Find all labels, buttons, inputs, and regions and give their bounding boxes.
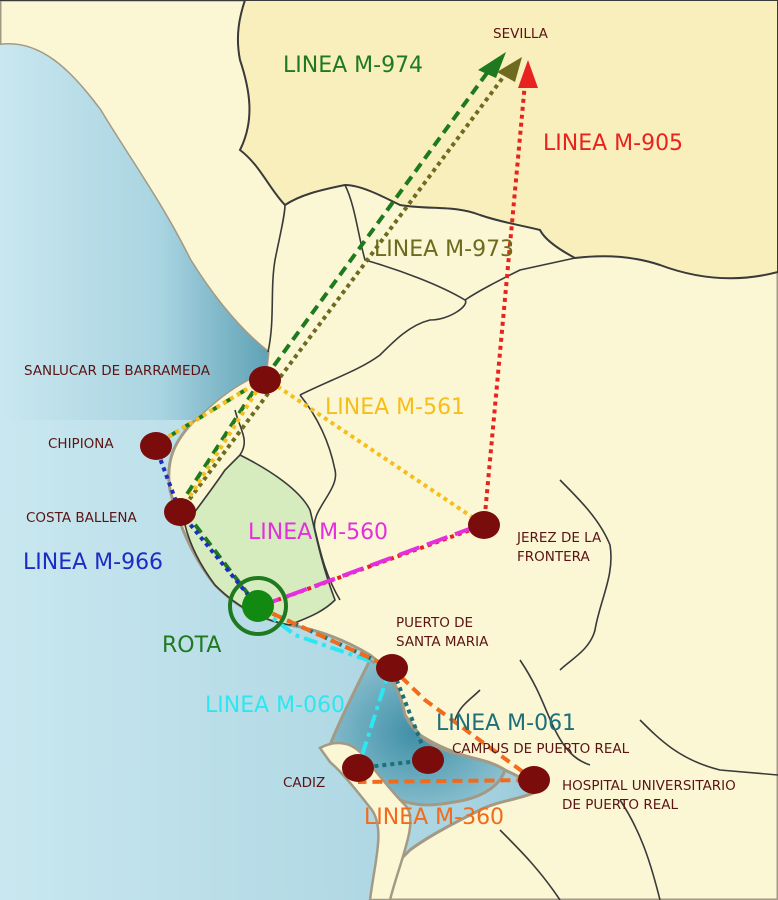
label-m360: LINEA M-360 (364, 805, 504, 830)
label-jerez-1: JEREZ DE LA (516, 530, 602, 546)
stop-jerez[interactable] (468, 511, 500, 539)
stop-sanlucar[interactable] (249, 366, 281, 394)
label-m966: LINEA M-966 (23, 550, 163, 575)
label-puerto-sm-2: SANTA MARIA (396, 634, 489, 650)
stop-rota[interactable] (242, 590, 274, 622)
stop-hospital[interactable] (518, 766, 550, 794)
line-m360 (257, 605, 541, 784)
label-m561: LINEA M-561 (325, 395, 465, 420)
label-m905: LINEA M-905 (543, 131, 683, 156)
line-m560 (257, 526, 473, 609)
label-rota: ROTA (162, 633, 221, 658)
stop-chipiona[interactable] (140, 432, 172, 460)
sevilla-province (0, 0, 778, 280)
stop-puerto-santa-maria[interactable] (376, 654, 408, 682)
label-sevilla: SEVILLA (493, 26, 549, 42)
label-chipiona: CHIPIONA (48, 436, 114, 452)
line-m966 (153, 444, 260, 609)
label-hospital-1: HOSPITAL UNIVERSITARIO (562, 778, 736, 794)
stops (140, 366, 550, 794)
label-hospital-2: DE PUERTO REAL (562, 797, 678, 813)
line-m905-arrow (518, 60, 538, 88)
line-m973-arrow (497, 57, 522, 82)
label-costa-ballena: COSTA BALLENA (26, 510, 138, 526)
cadiz-peninsula (318, 741, 412, 900)
stop-cadiz[interactable] (342, 754, 374, 782)
label-m560: LINEA M-560 (248, 520, 388, 545)
label-m061: LINEA M-061 (436, 711, 576, 736)
label-puerto-sm-1: PUERTO DE (396, 615, 473, 631)
label-campus: CAMPUS DE PUERTO REAL (452, 741, 630, 757)
label-m060: LINEA M-060 (205, 693, 345, 718)
label-m974: LINEA M-974 (283, 53, 423, 78)
rota-hub-ring (228, 576, 288, 636)
line-m060 (256, 605, 393, 769)
stop-campus-puerto-real[interactable] (412, 746, 444, 774)
line-m974-arrow (478, 52, 506, 78)
label-cadiz: CADIZ (283, 775, 325, 791)
label-m973: LINEA M-973 (374, 237, 514, 262)
label-sanlucar: SANLUCAR DE BARRAMEDA (24, 363, 211, 379)
label-jerez-2: FRONTERA (517, 549, 590, 565)
stop-costa-ballena[interactable] (164, 498, 196, 526)
coast-sevilla-fill (0, 44, 268, 421)
